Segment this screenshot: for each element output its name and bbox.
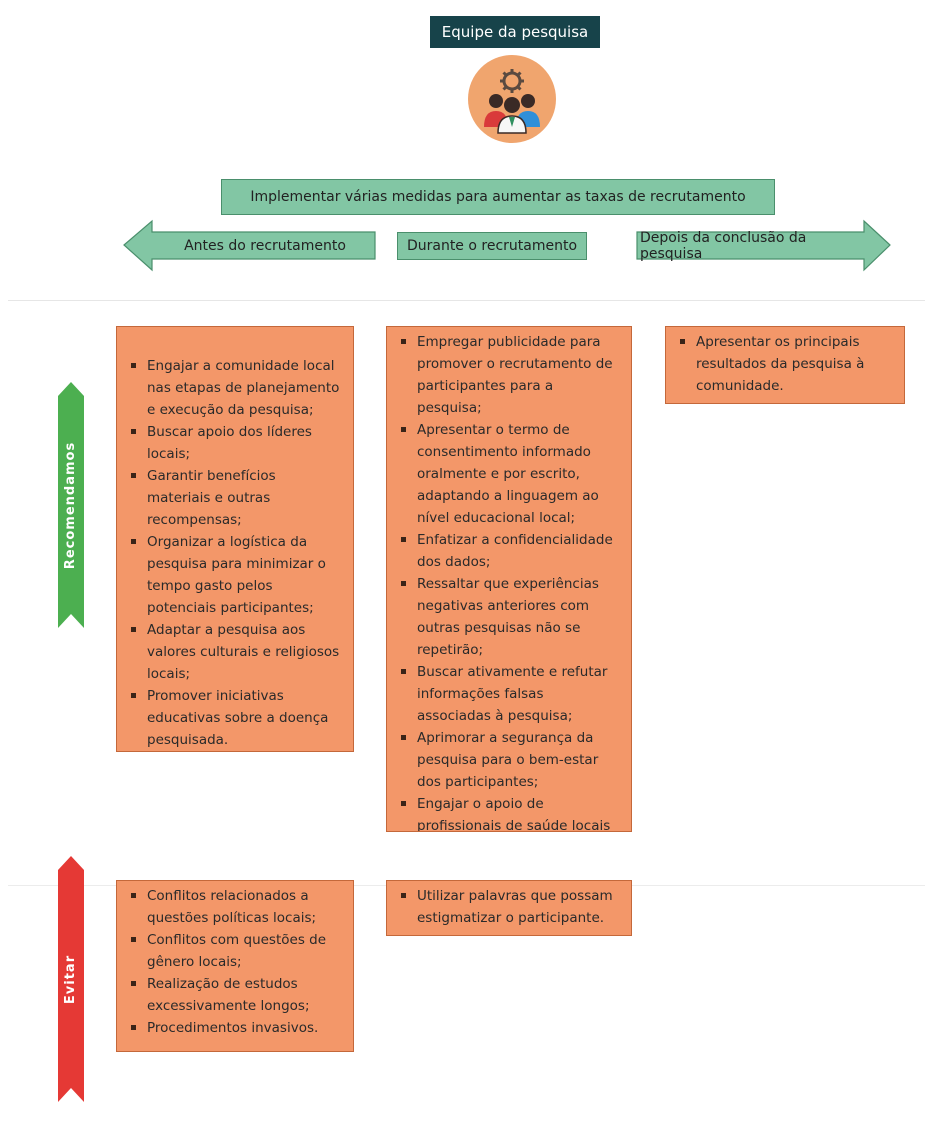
avoid-during-box: Utilizar palavras que possam estigmatiza…	[386, 880, 632, 936]
list-item: Garantir benefícios materiais e outras r…	[127, 465, 343, 531]
list-item: Aprimorar a segurança da pesquisa para o…	[397, 727, 621, 793]
recommend-ribbon	[58, 382, 84, 628]
list-item: Procedimentos invasivos.	[127, 1017, 343, 1039]
recommend-label-wrap: Recomendamos	[58, 382, 84, 628]
recommend-after-list: Apresentar os principais resultados da p…	[676, 331, 894, 397]
avoid-ribbon	[58, 856, 84, 1102]
list-item: Buscar ativamente e refutar informações …	[397, 661, 621, 727]
phase-during-label: Durante o recrutamento	[397, 232, 587, 260]
phase-after-label: Depois da conclusão da pesquisa	[640, 230, 807, 262]
recommend-label: Recomendamos	[63, 441, 79, 569]
list-item: Realização de estudos excessivamente lon…	[127, 973, 343, 1017]
avoid-label: Evitar	[63, 954, 79, 1004]
list-item: Utilizar palavras que possam estigmatiza…	[397, 885, 621, 929]
divider	[8, 300, 925, 301]
avoid-before-list: Conflitos relacionados a questões políti…	[127, 885, 343, 1039]
recommend-before-list: Engajar a comunidade local nas etapas de…	[127, 355, 343, 751]
list-item: Enfatizar a confidencialidade dos dados;	[397, 529, 621, 573]
avoid-before-box: Conflitos relacionados a questões políti…	[116, 880, 354, 1052]
recommend-before-box: Engajar a comunidade local nas etapas de…	[116, 326, 354, 752]
list-item: Promover iniciativas educativas sobre a …	[127, 685, 343, 751]
list-item: Organizar a logística da pesquisa para m…	[127, 531, 343, 619]
recommend-during-box: Empregar publicidade para promover o rec…	[386, 326, 632, 832]
list-item: Apresentar os principais resultados da p…	[676, 331, 894, 397]
list-item: Apresentar o termo de consentimento info…	[397, 419, 621, 529]
phase-arrows	[123, 219, 891, 272]
phase-before-label: Antes do recrutamento	[184, 238, 346, 254]
list-item: Engajar o apoio de profissionais de saúd…	[397, 793, 621, 831]
list-item: Ressaltar que experiências negativas ant…	[397, 573, 621, 661]
team-people-gear-icon	[468, 55, 556, 143]
list-item: Adaptar a pesquisa aos valores culturais…	[127, 619, 343, 685]
list-item: Engajar a comunidade local nas etapas de…	[127, 355, 343, 421]
list-item: Conflitos relacionados a questões políti…	[127, 885, 343, 929]
team-title: Equipe da pesquisa	[430, 16, 600, 48]
main-measures-bar: Implementar várias medidas para aumentar…	[221, 179, 775, 215]
recommend-during-list: Empregar publicidade para promover o rec…	[397, 331, 621, 831]
recommend-after-box: Apresentar os principais resultados da p…	[665, 326, 905, 404]
avoid-during-list: Utilizar palavras que possam estigmatiza…	[397, 885, 621, 929]
list-item: Conflitos com questões de gênero locais;	[127, 929, 343, 973]
list-item: Empregar publicidade para promover o rec…	[397, 331, 621, 419]
avoid-label-wrap: Evitar	[58, 856, 84, 1102]
list-item: Buscar apoio dos líderes locais;	[127, 421, 343, 465]
